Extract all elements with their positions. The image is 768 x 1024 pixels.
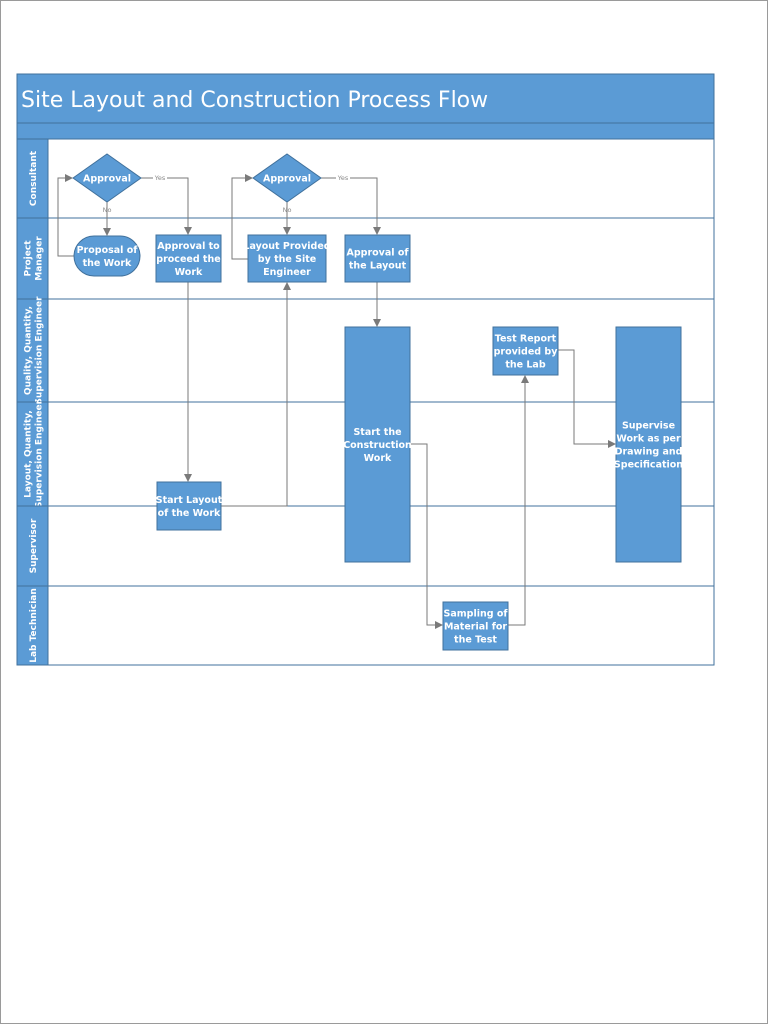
lane-header <box>16 217 49 300</box>
node-label: the Lab <box>505 360 546 371</box>
node-label: by the Site <box>258 254 316 265</box>
edge-label-no: No <box>103 206 112 214</box>
process-shape <box>615 326 682 563</box>
lane-label: Lab Technician <box>29 588 39 663</box>
edge-label-no: No <box>283 206 292 214</box>
node-label: Sampling of <box>444 609 509 620</box>
process-shape <box>442 601 509 651</box>
node-label: of the Work <box>158 508 221 519</box>
lane-header <box>16 138 49 219</box>
node-approval-layout[interactable]: Approval of the Layout <box>344 234 411 283</box>
connector-testreport-supervise <box>558 349 616 448</box>
connector-startlayout-layout <box>221 282 291 507</box>
decision-shape <box>252 153 322 203</box>
node-label: Engineer <box>263 267 311 278</box>
node-start-layout[interactable]: Start Layout of the Work <box>156 481 223 531</box>
node-label: the Test <box>454 635 497 646</box>
edge-labels: Yes No Yes No <box>103 174 350 214</box>
lane-label: Layout, Quantity, <box>24 410 34 498</box>
node-label: Approval <box>83 174 131 185</box>
node-label: the Layout <box>349 261 407 272</box>
node-label: Work as per <box>616 434 681 445</box>
node-label: Approval of <box>347 248 410 259</box>
lane-header <box>16 401 49 507</box>
node-label: Drawing and <box>615 447 683 458</box>
node-label: Material for <box>444 622 507 633</box>
lane-label: Manager <box>35 236 45 281</box>
edge-label-yes: Yes <box>337 174 349 182</box>
connector-construction-sampling <box>410 443 443 629</box>
node-label: Work <box>364 453 392 464</box>
swimlane: Lab Technician <box>16 585 715 666</box>
node-label: Proposal of <box>77 245 139 256</box>
header-strip <box>16 122 715 140</box>
process-shape <box>344 234 411 283</box>
node-label: Start the <box>353 427 401 438</box>
process-shape <box>247 234 327 283</box>
diagram-title: Site Layout and Construction Process Flo… <box>21 88 488 113</box>
edge-label-yes: Yes <box>154 174 166 182</box>
node-label: proceed the <box>156 254 220 265</box>
terminator-shape <box>73 235 141 277</box>
lane-label: Consultant <box>29 150 39 206</box>
node-label: Start Layout <box>156 495 223 506</box>
node-label: Approval <box>263 174 311 185</box>
process-shape <box>344 326 411 563</box>
process-shape <box>156 481 222 531</box>
decision-shape <box>72 153 142 203</box>
node-label: Layout Provided <box>243 241 330 252</box>
node-test-report[interactable]: Test Report provided by the Lab <box>492 326 559 376</box>
node-sampling[interactable]: Sampling of Material for the Test <box>442 601 509 651</box>
connector-sampling-testreport <box>508 375 529 626</box>
lane-label: Quality, Quantity, <box>24 306 34 395</box>
lane-label: Supervision Engineer <box>35 399 45 508</box>
node-approval2[interactable]: Approval <box>252 153 322 203</box>
node-label: provided by <box>494 347 559 358</box>
node-approval1[interactable]: Approval <box>72 153 142 203</box>
node-label: Test Report <box>495 334 557 345</box>
node-label: the Work <box>83 258 132 269</box>
process-shape <box>155 234 222 283</box>
node-proposal[interactable]: Proposal of the Work <box>73 235 141 277</box>
lane-label: Supervisor <box>29 518 39 573</box>
connector-proposal-approval1 <box>57 174 74 257</box>
node-label: Supervise <box>622 421 675 432</box>
lane-header <box>16 298 49 403</box>
node-label: Approval to <box>157 241 220 252</box>
title-bar <box>16 73 715 124</box>
lane-label: Project <box>24 240 34 277</box>
lane-body <box>47 585 715 666</box>
node-label: Specification <box>614 460 683 471</box>
lane-header <box>16 505 49 587</box>
connector-layout-approval2 <box>231 174 253 260</box>
node-label: Construction <box>343 440 412 451</box>
node-label: Work <box>175 267 203 278</box>
lane-label: Supervision Engineer <box>35 296 45 405</box>
process-shape <box>492 326 559 376</box>
lane-header <box>16 585 49 666</box>
